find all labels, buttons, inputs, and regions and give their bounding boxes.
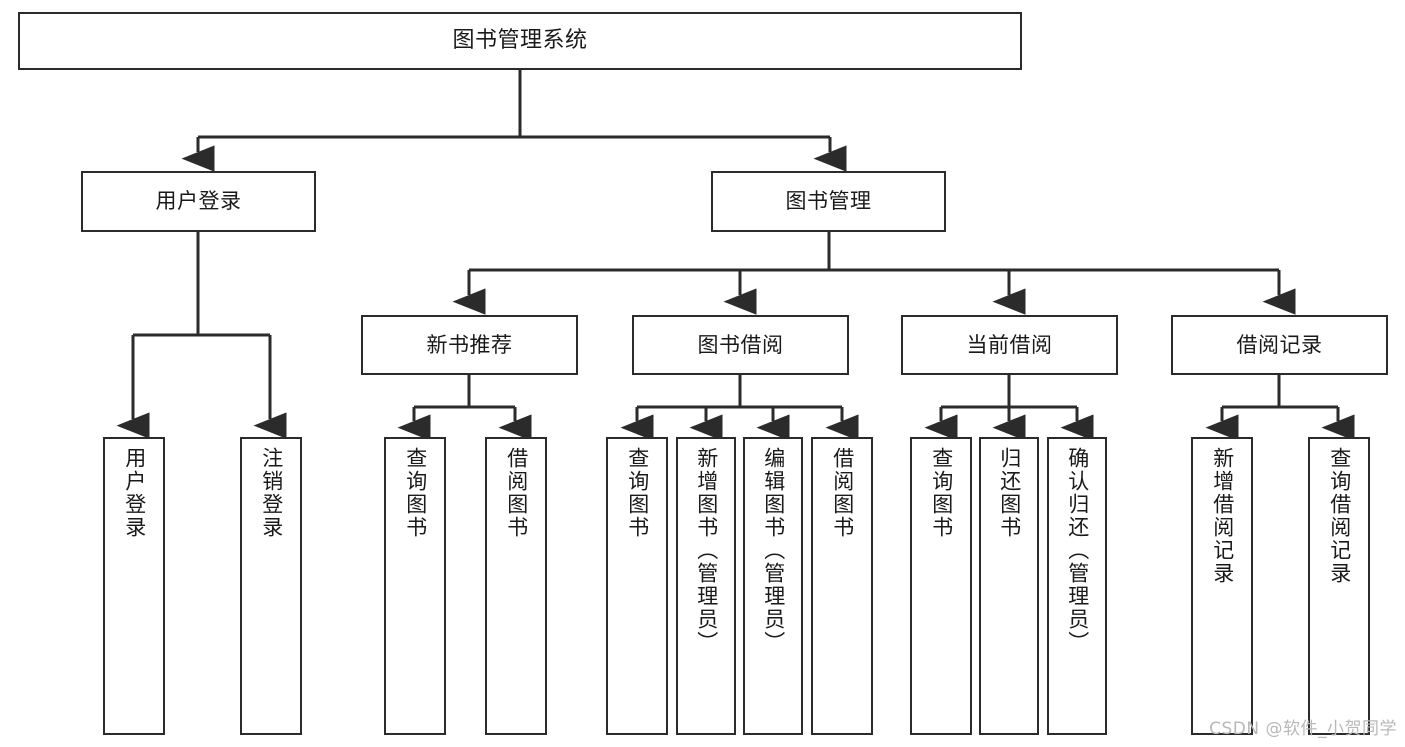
node-root[interactable]: 图书管理系统 bbox=[18, 12, 1022, 70]
leaf-query-book-2-label: 查询图书 bbox=[625, 447, 650, 539]
watermark: CSDN @软件_小贺同学 bbox=[1209, 719, 1397, 739]
leaf-query-record[interactable]: 查询借阅记录 bbox=[1308, 437, 1370, 735]
leaf-return-book-label: 归还图书 bbox=[997, 447, 1022, 539]
node-book-management-label: 图书管理 bbox=[785, 189, 872, 214]
node-current-borrow-label: 当前借阅 bbox=[966, 332, 1053, 357]
node-book-management[interactable]: 图书管理 bbox=[711, 171, 946, 232]
node-user-login[interactable]: 用户登录 bbox=[81, 171, 316, 232]
leaf-edit-book[interactable]: 编辑图书（管理员） bbox=[743, 437, 803, 735]
leaf-add-record-label: 新增借阅记录 bbox=[1210, 447, 1235, 585]
node-book-borrow[interactable]: 图书借阅 bbox=[632, 315, 849, 375]
leaf-query-book-1[interactable]: 查询图书 bbox=[384, 437, 446, 735]
leaf-query-book-2[interactable]: 查询图书 bbox=[606, 437, 668, 735]
leaf-query-book-3-label: 查询图书 bbox=[929, 447, 954, 539]
node-current-borrow[interactable]: 当前借阅 bbox=[901, 315, 1118, 375]
leaf-confirm-return[interactable]: 确认归还（管理员） bbox=[1047, 437, 1107, 735]
leaf-add-book[interactable]: 新增图书（管理员） bbox=[676, 437, 736, 735]
leaf-query-record-label: 查询借阅记录 bbox=[1327, 447, 1352, 585]
leaf-borrow-book-2[interactable]: 借阅图书 bbox=[811, 437, 873, 735]
node-new-book-recommend-label: 新书推荐 bbox=[426, 332, 513, 357]
leaf-logout[interactable]: 注销登录 bbox=[240, 437, 302, 735]
leaf-borrow-book-1[interactable]: 借阅图书 bbox=[485, 437, 547, 735]
leaf-user-login[interactable]: 用户登录 bbox=[103, 437, 165, 735]
leaf-borrow-book-1-label: 借阅图书 bbox=[504, 447, 529, 539]
leaf-query-book-3[interactable]: 查询图书 bbox=[910, 437, 972, 735]
leaf-return-book[interactable]: 归还图书 bbox=[979, 437, 1039, 735]
leaf-add-book-label: 新增图书（管理员） bbox=[694, 447, 719, 654]
node-book-borrow-label: 图书借阅 bbox=[697, 332, 784, 357]
leaf-query-book-1-label: 查询图书 bbox=[403, 447, 428, 539]
node-borrow-record[interactable]: 借阅记录 bbox=[1171, 315, 1388, 375]
node-new-book-recommend[interactable]: 新书推荐 bbox=[361, 315, 578, 375]
node-user-login-label: 用户登录 bbox=[155, 189, 242, 214]
leaf-user-login-label: 用户登录 bbox=[122, 447, 147, 539]
leaf-logout-label: 注销登录 bbox=[259, 447, 284, 539]
leaf-confirm-return-label: 确认归还（管理员） bbox=[1065, 447, 1090, 654]
leaf-add-record[interactable]: 新增借阅记录 bbox=[1191, 437, 1253, 735]
leaf-edit-book-label: 编辑图书（管理员） bbox=[761, 447, 786, 654]
leaf-borrow-book-2-label: 借阅图书 bbox=[830, 447, 855, 539]
node-borrow-record-label: 借阅记录 bbox=[1236, 332, 1323, 357]
node-root-label: 图书管理系统 bbox=[452, 28, 588, 54]
